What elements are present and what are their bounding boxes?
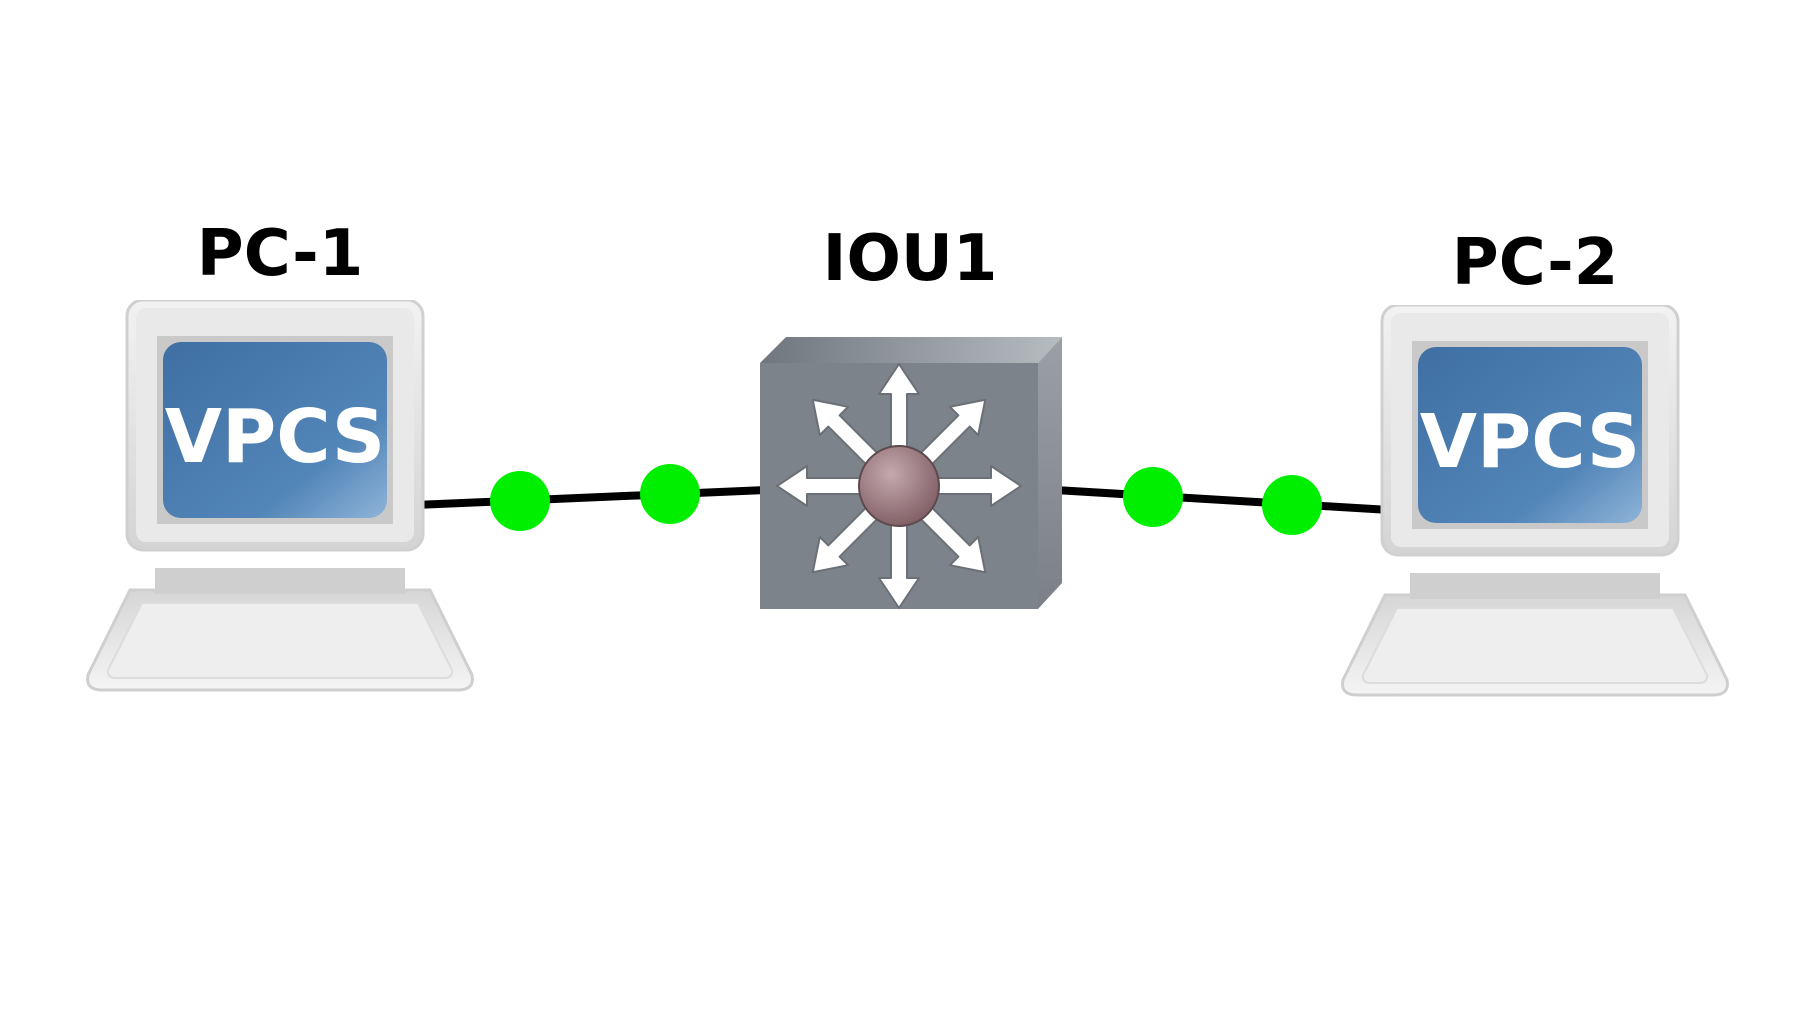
vpcs-computer-icon: VPCS [1341, 305, 1729, 697]
vpcs-screen-text: VPCS [165, 394, 385, 480]
vpcs-computer-icon: VPCS [86, 300, 474, 692]
node-iou1[interactable]: IOU1 [740, 215, 1080, 635]
node-label-pc-1: PC-1 [196, 217, 364, 291]
node-pc-1[interactable]: PC-1 [80, 210, 480, 700]
node-pc-2[interactable]: PC-2 [1335, 215, 1735, 705]
link-status-dot-iou1-right [1123, 467, 1183, 527]
node-label-iou1: IOU1 [822, 222, 998, 296]
link-pc1-iou1[interactable] [414, 486, 766, 509]
vpcs-screen-text: VPCS [1420, 399, 1640, 485]
link-status-dot-iou1-left [640, 464, 700, 524]
link-status-dot-pc1 [490, 471, 550, 531]
multilayer-switch-icon [760, 337, 1062, 609]
link-status-dot-pc2 [1262, 475, 1322, 535]
node-label-pc-2: PC-2 [1451, 226, 1619, 300]
link-iou1-pc2[interactable] [1054, 486, 1391, 514]
